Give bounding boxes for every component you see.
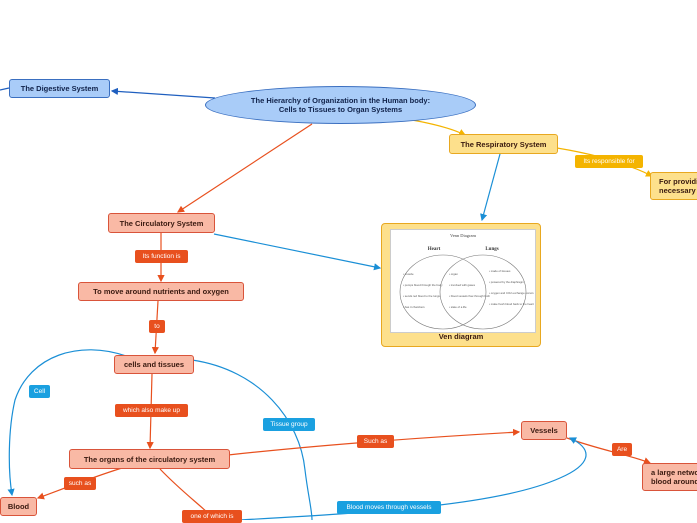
node-respiratory-system-label: The Respiratory System (460, 139, 547, 149)
node-providing-label: For providing necessary (659, 177, 697, 195)
venn-right-title: Lungs (485, 247, 498, 252)
edge-respiratory-venn (480, 153, 501, 222)
edge-circulatory-venn (213, 233, 382, 271)
edge-digestive-stub (0, 87, 10, 91)
node-providing[interactable]: For providing necessary (650, 172, 697, 200)
label-function: Its function is (135, 250, 188, 263)
venn-item: • involved with gases (449, 283, 476, 287)
label-one-of: one of which is (182, 510, 242, 523)
venn-left-circle (399, 254, 487, 330)
label-such-as-vessels: Such as (357, 435, 394, 448)
label-responsible: Its responsible for (575, 155, 643, 168)
venn-title: Venn Diagram (450, 233, 477, 238)
node-network-label: a large network blood around (651, 468, 697, 486)
label-to: to (149, 320, 165, 333)
label-make-up: which also make up (115, 404, 188, 417)
edge-central-digestive (110, 87, 216, 99)
node-cells-tissues[interactable]: cells and tissues (114, 355, 194, 374)
venn-item: • state of a life (449, 305, 467, 309)
label-one-of-text: one of which is (190, 513, 234, 520)
label-cell: Cell (29, 385, 50, 398)
venn-diagram-image: Venn Diagram Heart Lungs • muscle • pumps… (390, 229, 536, 333)
label-such-as-vessels-text: Such as (363, 438, 388, 445)
node-move-around[interactable]: To move around nutrients and oxygen (78, 282, 244, 301)
label-are-text: Are (616, 446, 628, 453)
venn-item: • make fresh blood back to the heart (489, 302, 534, 306)
venn-item: • powered by the diaphragm (489, 280, 525, 284)
node-network[interactable]: a large network blood around (642, 463, 697, 491)
edge-central-circulatory (176, 123, 313, 213)
venn-item: • made of tissues (489, 269, 511, 273)
node-circulatory-system-label: The Circulatory System (119, 218, 204, 228)
label-cell-text: Cell (33, 388, 46, 395)
node-cells-tissues-label: cells and tissues (123, 360, 185, 369)
venn-item: • muscle (403, 272, 414, 276)
central-topic-text: The Hierarchy of Organization in the Hum… (250, 96, 431, 114)
node-organs[interactable]: The organs of the circulatory system (69, 449, 230, 469)
node-digestive-system[interactable]: The Digestive System (9, 79, 110, 98)
label-make-up-text: which also make up (122, 407, 181, 414)
venn-right-items: • made of tissues • powered by the diaphr… (489, 269, 534, 306)
label-are: Are (612, 443, 632, 456)
venn-item: • organ (449, 272, 458, 276)
label-responsible-text: Its responsible for (583, 158, 635, 165)
venn-right-circle (439, 254, 527, 330)
node-digestive-system-label: The Digestive System (20, 84, 99, 93)
venn-left-items: • muscle • pumps blood through the body • … (403, 272, 443, 309)
edge-organs-oneof (159, 468, 211, 516)
venn-diagram-svg: Venn Diagram Heart Lungs • muscle • pumps… (399, 233, 534, 330)
node-circulatory-system[interactable]: The Circulatory System (108, 213, 215, 233)
venn-middle-items: • organ • involved with gases • blood vess… (449, 272, 490, 309)
venn-left-title: Heart (428, 247, 441, 252)
central-topic[interactable]: The Hierarchy of Organization in the Hum… (205, 86, 476, 124)
venn-item: • oxygen and CO2 exchange occurs (489, 291, 534, 295)
node-blood-label: Blood (7, 502, 30, 511)
venn-caption: Ven diagram (438, 332, 484, 341)
label-tissue-group-text: Tissue group (270, 421, 308, 428)
label-blood-moves-text: Blood moves through vessels (346, 504, 432, 511)
node-vessels-label: Vessels (530, 426, 558, 435)
edge-central-respiratory (411, 119, 467, 136)
node-respiratory-system[interactable]: The Respiratory System (449, 134, 558, 154)
label-blood-moves: Blood moves through vessels (337, 501, 441, 514)
label-such-as-blood-text: such as (68, 480, 92, 487)
node-blood[interactable]: Blood (0, 497, 37, 516)
label-to-text: to (154, 323, 160, 330)
edge-blood-vessels (239, 437, 587, 520)
venn-item: • blood vessels flow through both (449, 294, 490, 298)
label-function-text: Its function is (142, 253, 181, 260)
node-vessels[interactable]: Vessels (521, 421, 567, 440)
venn-item: • has 4 chambers (403, 305, 425, 309)
edge-cells-blood (7, 349, 127, 497)
venn-diagram-card[interactable]: Venn Diagram Heart Lungs • muscle • pumps… (381, 223, 541, 347)
label-such-as-blood: such as (64, 477, 96, 490)
node-organs-label: The organs of the circulatory system (83, 454, 216, 464)
label-tissue-group: Tissue group (263, 418, 315, 431)
edge-vessels-network (566, 437, 652, 465)
venn-item: • sends red blood to the lungs (403, 294, 440, 298)
node-move-around-label: To move around nutrients and oxygen (93, 287, 229, 296)
edge-cells-tissue (191, 359, 313, 520)
venn-item: • pumps blood through the body (403, 283, 443, 287)
